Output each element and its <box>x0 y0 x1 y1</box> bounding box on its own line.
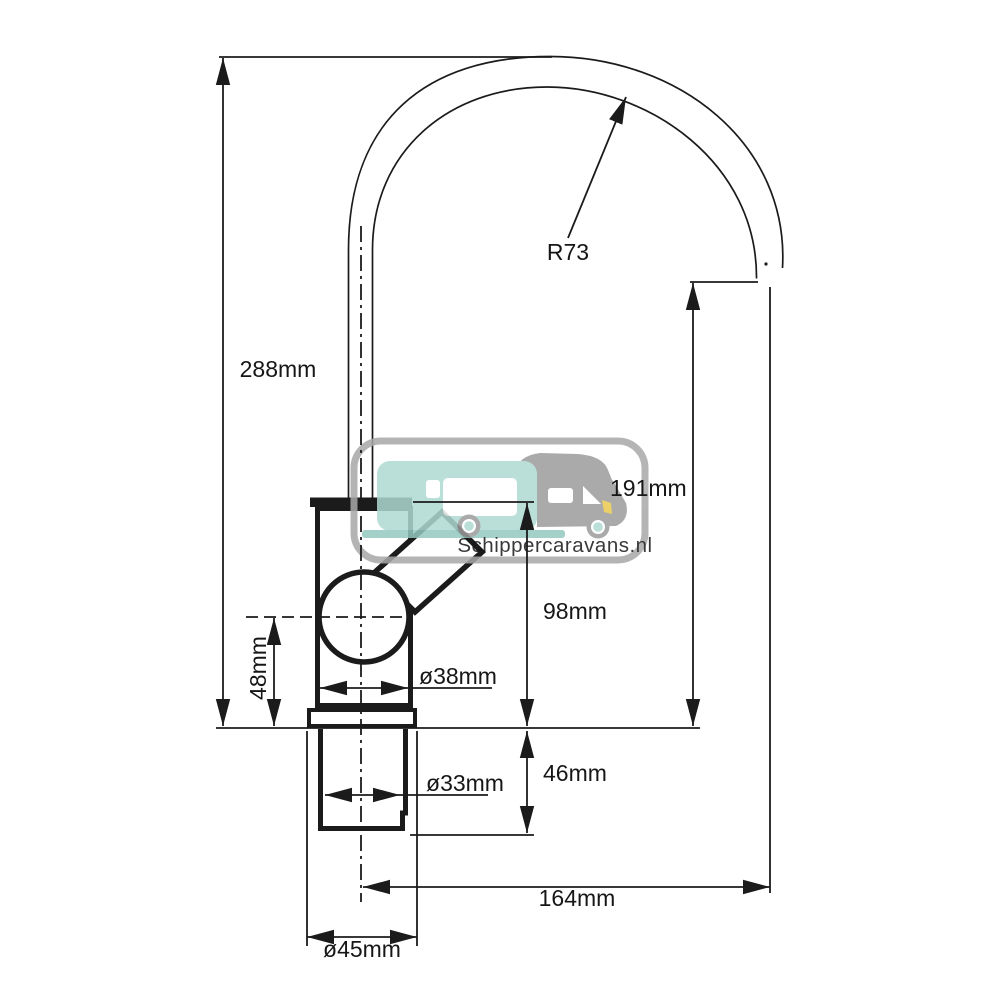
dim-label-total-height: 288mm <box>240 356 317 382</box>
spout-inner-edge <box>371 86 758 506</box>
base-flange <box>307 708 417 728</box>
caravan-headlight-icon <box>602 500 612 514</box>
dim-body-height: 98mm <box>413 501 607 726</box>
dim-outlet-height: 191mm <box>610 281 758 726</box>
faucet-outline <box>307 53 786 831</box>
dim-label-shank-length: 46mm <box>543 760 607 786</box>
caravan-window-large <box>443 478 517 516</box>
dim-label-body-diameter: ø38mm <box>419 663 497 689</box>
dim-spout-radius: R73 <box>547 96 627 265</box>
watermark-border <box>350 437 649 564</box>
watermark-text: Schippercaravans.nl <box>457 534 652 557</box>
dim-label-joint-height: 48mm <box>245 636 271 700</box>
dim-label-spout-reach: 164mm <box>539 885 616 911</box>
caravan-windshield <box>583 486 601 504</box>
dim-label-shank-diameter: ø33mm <box>426 770 504 796</box>
watermark: Schippercaravans.nl <box>350 437 652 564</box>
dim-body-diameter: ø38mm <box>320 663 497 696</box>
dim-label-base-diameter: ø45mm <box>323 936 401 962</box>
dim-label-body-height: 98mm <box>543 598 607 624</box>
caravan-cab-window <box>548 488 573 503</box>
dim-total-height: 288mm <box>215 56 552 726</box>
caravan-watermark-icon <box>362 453 627 539</box>
caravan-rear-wheel-icon <box>457 514 481 538</box>
leader-line-r73 <box>567 96 627 239</box>
dim-base-diameter: ø45mm <box>306 731 418 962</box>
dim-joint-height: 48mm <box>245 618 282 726</box>
caravan-window-small <box>426 480 440 498</box>
caravan-front-wheel-icon <box>586 515 610 539</box>
dim-label-spout-radius: R73 <box>547 239 589 265</box>
dim-shank-length: 46mm <box>410 731 607 836</box>
spout-centerline-dot <box>764 262 768 266</box>
dim-shank-diameter: ø33mm <box>325 770 504 803</box>
dim-spout-reach: 164mm <box>363 287 771 911</box>
threaded-shank <box>318 729 408 831</box>
dim-label-outlet-height: 191mm <box>610 475 687 501</box>
